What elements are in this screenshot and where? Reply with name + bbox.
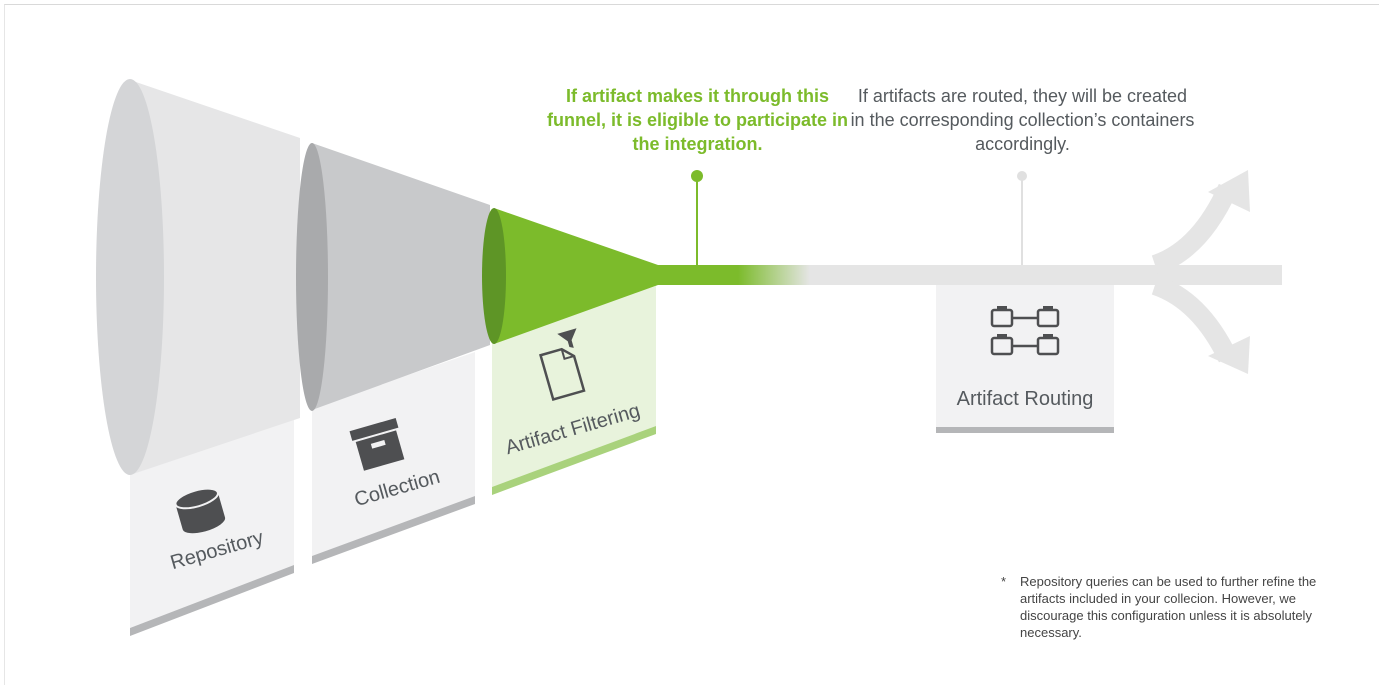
filtering-funnel — [482, 208, 658, 344]
archive-box-icon — [349, 418, 405, 471]
artifact-routing-label: Artifact Routing — [956, 388, 1094, 410]
routing-callout-text: If artifacts are routed, they will be cr… — [850, 86, 1195, 154]
filtering-pin — [691, 170, 703, 265]
filtered-document-icon — [539, 328, 586, 402]
repository-funnel — [96, 79, 300, 475]
routing-pin — [1017, 171, 1027, 265]
split-arrow-icon — [1151, 170, 1250, 374]
footnote: * Repository queries can be used to furt… — [1001, 573, 1341, 641]
database-icon — [174, 487, 226, 534]
routing-nodes-icon — [990, 306, 1060, 356]
diagram-frame — [4, 4, 1379, 685]
footnote-marker: * — [1001, 574, 1007, 589]
filtering-panel — [492, 286, 656, 495]
filtering-callout-text: If artifact makes it through this funnel… — [546, 86, 849, 154]
routing-panel — [936, 285, 1114, 433]
pipe-green-segment — [650, 265, 810, 285]
footnote-text: Repository queries can be used to furthe… — [1020, 574, 1317, 640]
collection-funnel — [296, 143, 490, 411]
